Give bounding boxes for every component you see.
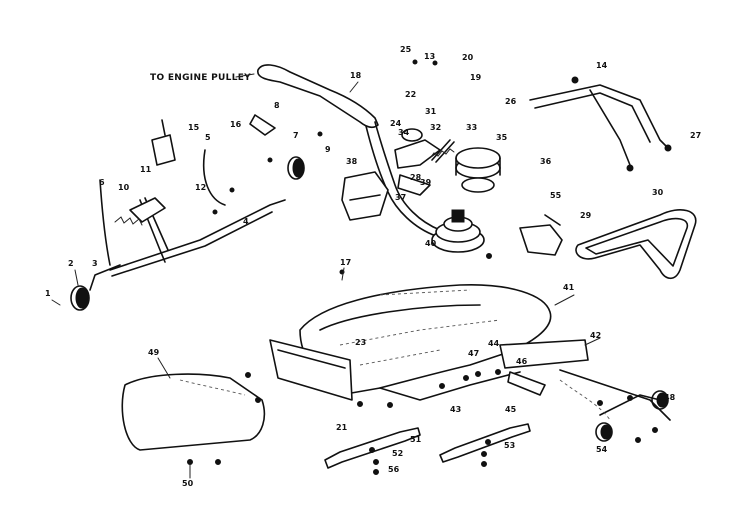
center-bracket [519,214,563,256]
callout-38: 38 [346,157,358,166]
callout-53: 53 [504,441,515,450]
left-deck-bracket [341,171,389,221]
callout-41: 41 [563,283,575,292]
callout-40: 40 [425,239,437,248]
engine-pulley-pointer-text: TO ENGINE PULLEY [150,73,251,83]
callout-5: 5 [205,133,211,142]
deck-belt [575,209,697,280]
callout-28: 28 [410,173,422,182]
callout-37: 37 [395,193,406,202]
callout-54: 54 [596,445,608,454]
callout-49: 49 [148,348,160,357]
callout-45: 45 [505,405,517,414]
callout-20: 20 [462,53,474,62]
callout-25: 25 [400,45,412,54]
callout-9: 9 [325,145,331,154]
callout-21: 21 [336,423,348,432]
callout-14: 14 [596,61,608,70]
callout-22: 22 [405,90,416,99]
callout-12: 12 [195,183,206,192]
callout-10: 10 [118,183,130,192]
callout-52: 52 [392,449,403,458]
callout-3: 3 [92,259,98,268]
callout-leaders [51,81,601,479]
callout-15: 15 [188,123,200,132]
callout-46: 46 [516,357,528,366]
callout-2: 2 [68,259,74,268]
left-blade [324,427,421,469]
right-blade [439,423,531,463]
callout-26: 26 [505,97,517,106]
callout-6: 6 [99,178,105,187]
callout-51: 51 [410,435,422,444]
callout-56: 56 [388,465,400,474]
callout-24: 24 [390,119,402,128]
callout-29: 29 [580,211,592,220]
discharge-chute [121,373,266,451]
callout-27: 27 [690,131,701,140]
callout-31: 31 [425,107,437,116]
lift-spring [114,216,143,226]
callout-30: 30 [652,188,664,197]
callout-23: 23 [355,338,366,347]
callout-1: 1 [45,289,51,298]
callout-33: 33 [466,123,477,132]
callout-55: 55 [550,191,562,200]
idler-assembly [394,128,455,196]
hardware-bolts [187,59,658,475]
callout-44: 44 [488,339,500,348]
callout-34: 34 [398,128,410,137]
callout-7: 7 [293,131,299,140]
upper-left-bracket [151,119,176,166]
callout-32: 32 [430,123,441,132]
callout-13: 13 [424,52,435,61]
callout-47: 47 [468,349,479,358]
callout-labels: 1 2 3 4 5 6 7 8 9 10 11 12 13 14 15 16 1… [45,45,701,488]
callout-35: 35 [496,133,508,142]
callout-16: 16 [230,120,242,129]
deck-front-skirt [269,339,353,401]
callout-8: 8 [274,101,280,110]
deck-pulley [431,209,485,253]
left-wheel [70,285,90,311]
callout-4: 4 [243,217,249,226]
callout-48: 48 [664,393,676,402]
right-lift-arm [559,369,671,421]
lift-lever-assembly [89,114,286,291]
callout-11: 11 [140,165,152,174]
callout-42: 42 [590,331,601,340]
pointer-leader [235,73,255,78]
right-wheel-a [595,422,613,442]
rear-rod [529,76,672,172]
callout-18: 18 [350,71,362,80]
callout-43: 43 [450,405,461,414]
upper-pulley [455,147,501,193]
callout-17: 17 [340,258,351,267]
callout-36: 36 [540,157,552,166]
upper-wheel [287,156,305,180]
callout-50: 50 [182,479,194,488]
deck-right-skirt [499,339,589,396]
callout-39: 39 [420,178,432,187]
callout-19: 19 [470,73,482,82]
